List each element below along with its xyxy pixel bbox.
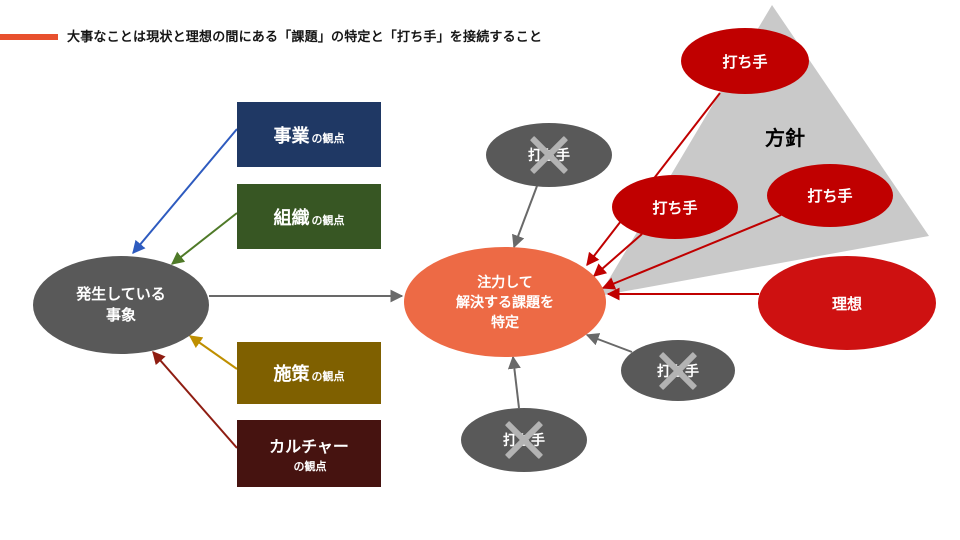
perspective-box-business: 事業の観点	[237, 102, 381, 167]
arrow-rejected-top-to-focus	[512, 185, 538, 249]
focus-label-line3: 特定	[491, 314, 519, 331]
action-ellipse-mid: 打ち手	[612, 175, 738, 239]
perspective-box-organization: 組織の観点	[237, 184, 381, 249]
perspective-organization-label: 組織	[273, 207, 310, 228]
focus-label-line2: 解決する課題を	[456, 293, 554, 310]
arrow-rejected-right-to-focus	[585, 333, 633, 353]
perspective-box-measures: 施策の観点	[237, 342, 381, 404]
ideal-ellipse: 理想	[758, 256, 936, 350]
perspective-business-suffix: の観点	[311, 132, 345, 145]
title-accent-dash	[0, 33, 58, 40]
direction-label: 方針	[765, 128, 805, 150]
focus-label-line1: 注力して	[477, 273, 533, 290]
rejected-action-ellipse-top: 打ち手	[486, 123, 612, 187]
arrow-measures-to-phenomena	[188, 335, 238, 370]
action-right-label: 打ち手	[807, 188, 853, 205]
slide-title-row: 大事なことは現状と理想の間にある「課題」の特定と「打ち手」を接続すること	[0, 26, 542, 45]
perspective-box-culture: カルチャー の観点	[237, 420, 381, 487]
perspective-culture-suffix: の観点	[293, 461, 327, 473]
arrow-business-to-phenomena	[132, 128, 238, 254]
rejected-action-ellipse-right: 打ち手	[621, 340, 735, 401]
phenomena-label-line1: 発生している	[76, 286, 166, 303]
arrow-action-mid-to-focus	[593, 233, 643, 277]
perspective-measures-suffix: の観点	[311, 371, 345, 383]
focus-issue-ellipse: 注力して 解決する課題を 特定	[404, 247, 606, 357]
arrow-culture-to-phenomena	[152, 351, 238, 449]
perspective-measures-label: 施策	[273, 364, 310, 384]
perspective-culture-label: カルチャー	[269, 439, 349, 456]
perspective-business-label: 事業	[273, 125, 310, 146]
slide-title: 大事なことは現状と理想の間にある「課題」の特定と「打ち手」を接続すること	[67, 29, 543, 44]
action-ellipse-right: 打ち手	[767, 164, 893, 227]
rejected-action-ellipse-bottom: 打ち手	[461, 408, 587, 472]
action-mid-label: 打ち手	[652, 199, 698, 217]
phenomena-label-line2: 事象	[105, 307, 136, 324]
arrow-rejected-bottom-to-focus	[507, 355, 521, 409]
perspective-organization-suffix: の観点	[311, 214, 345, 227]
phenomena-ellipse: 発生している 事象	[33, 256, 209, 354]
action-ellipse-top: 打ち手	[681, 28, 809, 94]
action-top-label: 打ち手	[722, 53, 768, 71]
arrow-organization-to-phenomena	[170, 212, 238, 265]
arrow-action-right-to-focus	[601, 214, 782, 290]
ideal-label: 理想	[831, 295, 862, 313]
